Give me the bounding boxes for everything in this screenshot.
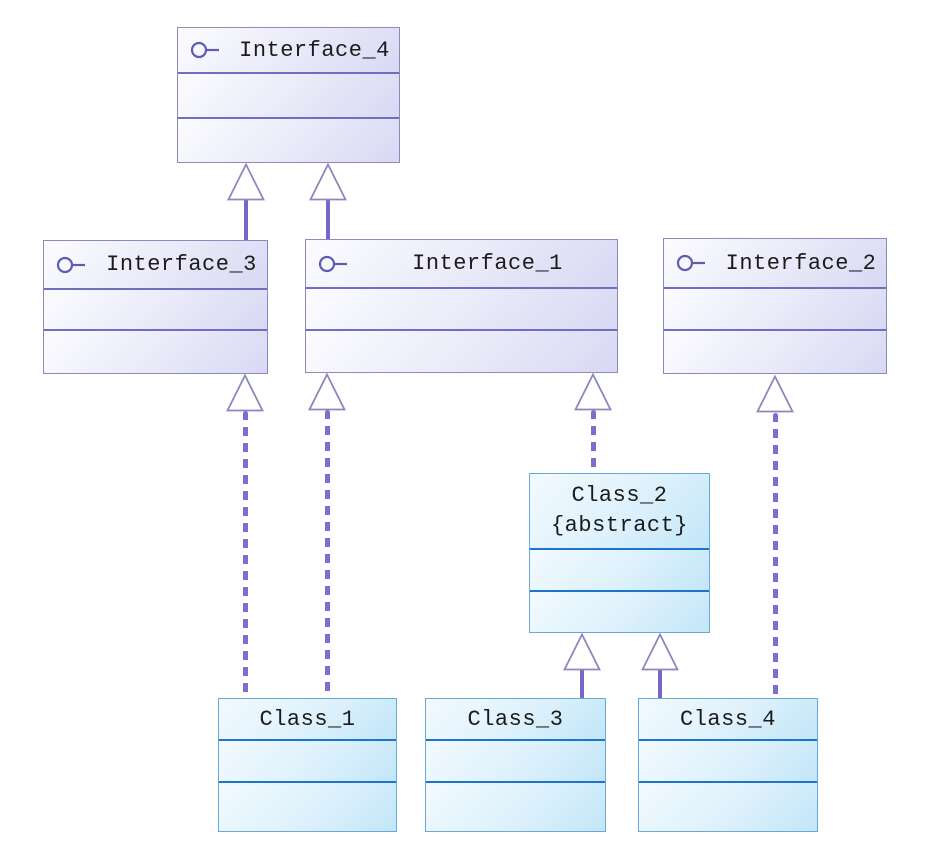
operations-compartment bbox=[639, 780, 817, 832]
node-title: Interface_1 bbox=[412, 251, 563, 277]
attributes-compartment bbox=[44, 288, 267, 329]
node-title: Class_2 bbox=[571, 483, 668, 509]
interface-lollipop-icon bbox=[318, 255, 347, 272]
node-title: Class_4 bbox=[680, 706, 776, 732]
edge-line bbox=[580, 669, 584, 698]
edge-line bbox=[244, 200, 248, 240]
realization-arrowhead-icon bbox=[574, 373, 612, 411]
attributes-compartment bbox=[219, 739, 396, 781]
generalization-arrowhead-icon bbox=[227, 163, 265, 201]
operations-compartment bbox=[219, 780, 396, 832]
node-title: Interface_3 bbox=[106, 252, 257, 278]
attributes-compartment bbox=[664, 287, 886, 329]
realization-arrowhead-icon bbox=[308, 373, 346, 411]
attributes-compartment bbox=[530, 548, 709, 590]
operations-compartment bbox=[530, 589, 709, 632]
node-interface-1[interactable]: Interface_1 bbox=[305, 239, 618, 373]
node-title: Interface_4 bbox=[239, 37, 390, 63]
generalization-arrowhead-icon bbox=[563, 633, 601, 671]
node-interface-2[interactable]: Interface_2 bbox=[663, 238, 887, 374]
node-header: Class_2 {abstract} bbox=[530, 474, 709, 549]
operations-compartment bbox=[426, 780, 605, 832]
interface-lollipop-icon bbox=[56, 256, 85, 273]
node-header: Class_4 bbox=[639, 699, 817, 740]
node-class-3[interactable]: Class_3 bbox=[425, 698, 606, 832]
node-header: Class_1 bbox=[219, 699, 396, 740]
edge-line bbox=[242, 411, 248, 698]
node-title: Interface_2 bbox=[725, 250, 877, 276]
node-class-1[interactable]: Class_1 bbox=[218, 698, 397, 832]
node-title: Class_1 bbox=[259, 706, 356, 732]
edge-line bbox=[658, 669, 662, 698]
operations-compartment bbox=[44, 328, 267, 374]
edge-line bbox=[326, 200, 330, 239]
operations-compartment bbox=[306, 328, 617, 373]
node-stereotype: {abstract} bbox=[550, 513, 689, 539]
node-header: Class_3 bbox=[426, 699, 605, 740]
edge-line bbox=[590, 410, 596, 473]
attributes-compartment bbox=[306, 287, 617, 329]
generalization-arrowhead-icon bbox=[641, 633, 679, 671]
attributes-compartment bbox=[178, 72, 399, 117]
node-title: Class_3 bbox=[467, 706, 564, 732]
operations-compartment bbox=[664, 328, 886, 373]
edge-line bbox=[324, 410, 330, 698]
node-header: Interface_2 bbox=[664, 239, 886, 288]
realization-arrowhead-icon bbox=[226, 374, 264, 412]
node-class-4[interactable]: Class_4 bbox=[638, 698, 818, 832]
attributes-compartment bbox=[426, 739, 605, 781]
interface-lollipop-icon bbox=[676, 255, 705, 272]
node-interface-4[interactable]: Interface_4 bbox=[177, 27, 400, 163]
interface-lollipop-icon bbox=[190, 42, 219, 59]
operations-compartment bbox=[178, 116, 399, 162]
node-interface-3[interactable]: Interface_3 bbox=[43, 240, 268, 374]
node-class-2[interactable]: Class_2 {abstract} bbox=[529, 473, 710, 633]
attributes-compartment bbox=[639, 739, 817, 781]
node-header: Interface_4 bbox=[178, 28, 399, 73]
realization-arrowhead-icon bbox=[756, 375, 794, 413]
generalization-arrowhead-icon bbox=[309, 163, 347, 201]
node-header: Interface_3 bbox=[44, 241, 267, 289]
edge-line bbox=[772, 413, 778, 698]
node-header: Interface_1 bbox=[306, 240, 617, 288]
